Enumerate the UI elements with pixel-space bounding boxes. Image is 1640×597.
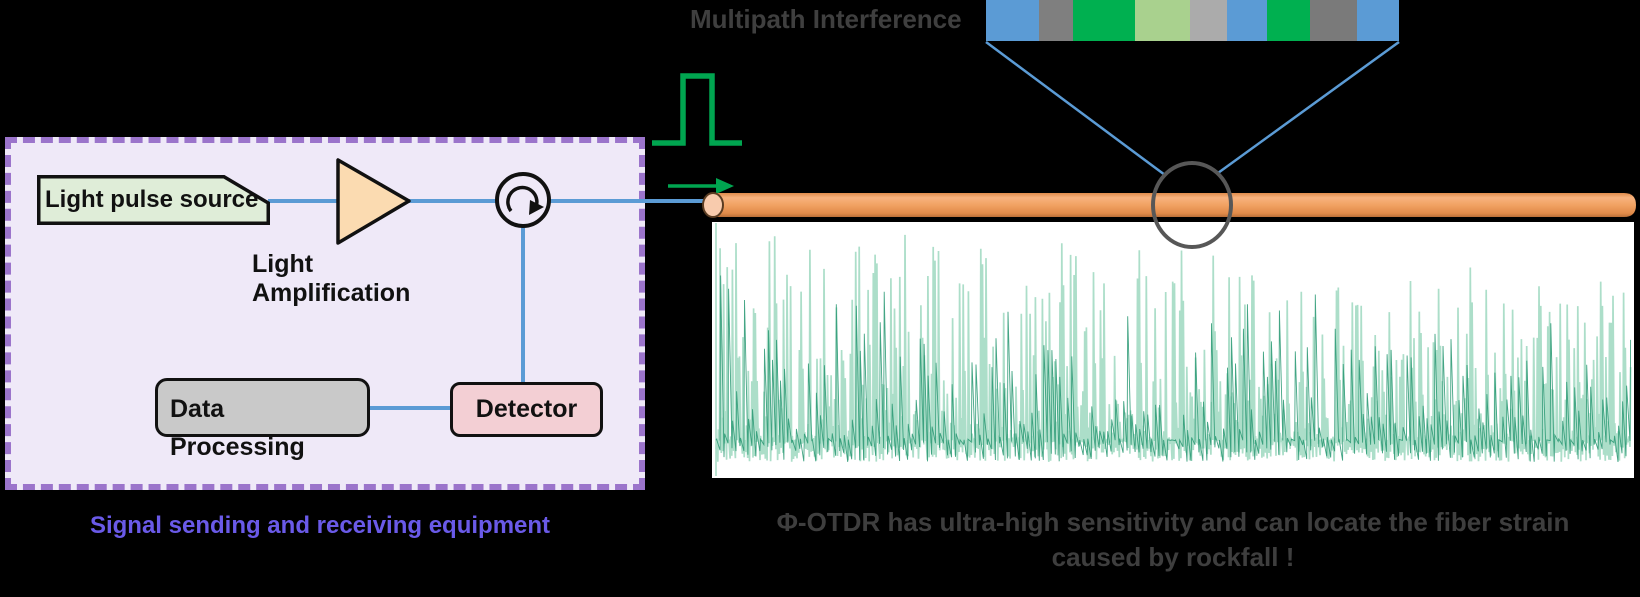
- bar-segment: [1135, 0, 1190, 41]
- detector-node: Detector: [450, 382, 603, 437]
- bar-segment: [1357, 0, 1399, 41]
- bar-segment: [1227, 0, 1267, 41]
- fiber-cable: [713, 193, 1636, 217]
- fiber-end-cap: [702, 192, 724, 218]
- amplifier-label: Light Amplification: [252, 250, 411, 307]
- detector-label: Detector: [475, 395, 578, 423]
- data-processing-node: [155, 378, 370, 437]
- otdr-caption-line1: Φ-OTDR has ultra-high sensitivity and ca…: [776, 507, 1570, 537]
- bar-segment: [1310, 0, 1357, 41]
- otdr-caption: Φ-OTDR has ultra-high sensitivity and ca…: [712, 505, 1634, 575]
- bar-segment: [986, 0, 1039, 41]
- callout-line-left: [985, 40, 1166, 177]
- light-pulse-source-label: Light pulse source: [45, 186, 259, 213]
- equipment-caption: Signal sending and receiving equipment: [89, 512, 551, 539]
- multipath-bar: [986, 0, 1399, 41]
- otdr-caption-line2: caused by rockfall !: [1051, 542, 1295, 572]
- pulse-icon: [652, 73, 742, 146]
- bar-segment: [1190, 0, 1227, 41]
- bar-segment: [1039, 0, 1073, 41]
- callout-line-right: [1217, 40, 1400, 175]
- arrow-right-head: [716, 178, 734, 194]
- light-pulse-source-node: Light pulse source: [37, 175, 270, 225]
- bar-segment: [1073, 0, 1135, 41]
- signal-trace: [715, 234, 1632, 463]
- light-pulse-source-shape: [37, 175, 270, 225]
- multipath-label: Multipath Interference: [690, 4, 962, 34]
- data-processing-label: Data Processing: [170, 395, 305, 461]
- magnifier-circle-icon: [1151, 161, 1233, 249]
- bar-segment: [1267, 0, 1310, 41]
- signal-plot-area: [712, 222, 1634, 478]
